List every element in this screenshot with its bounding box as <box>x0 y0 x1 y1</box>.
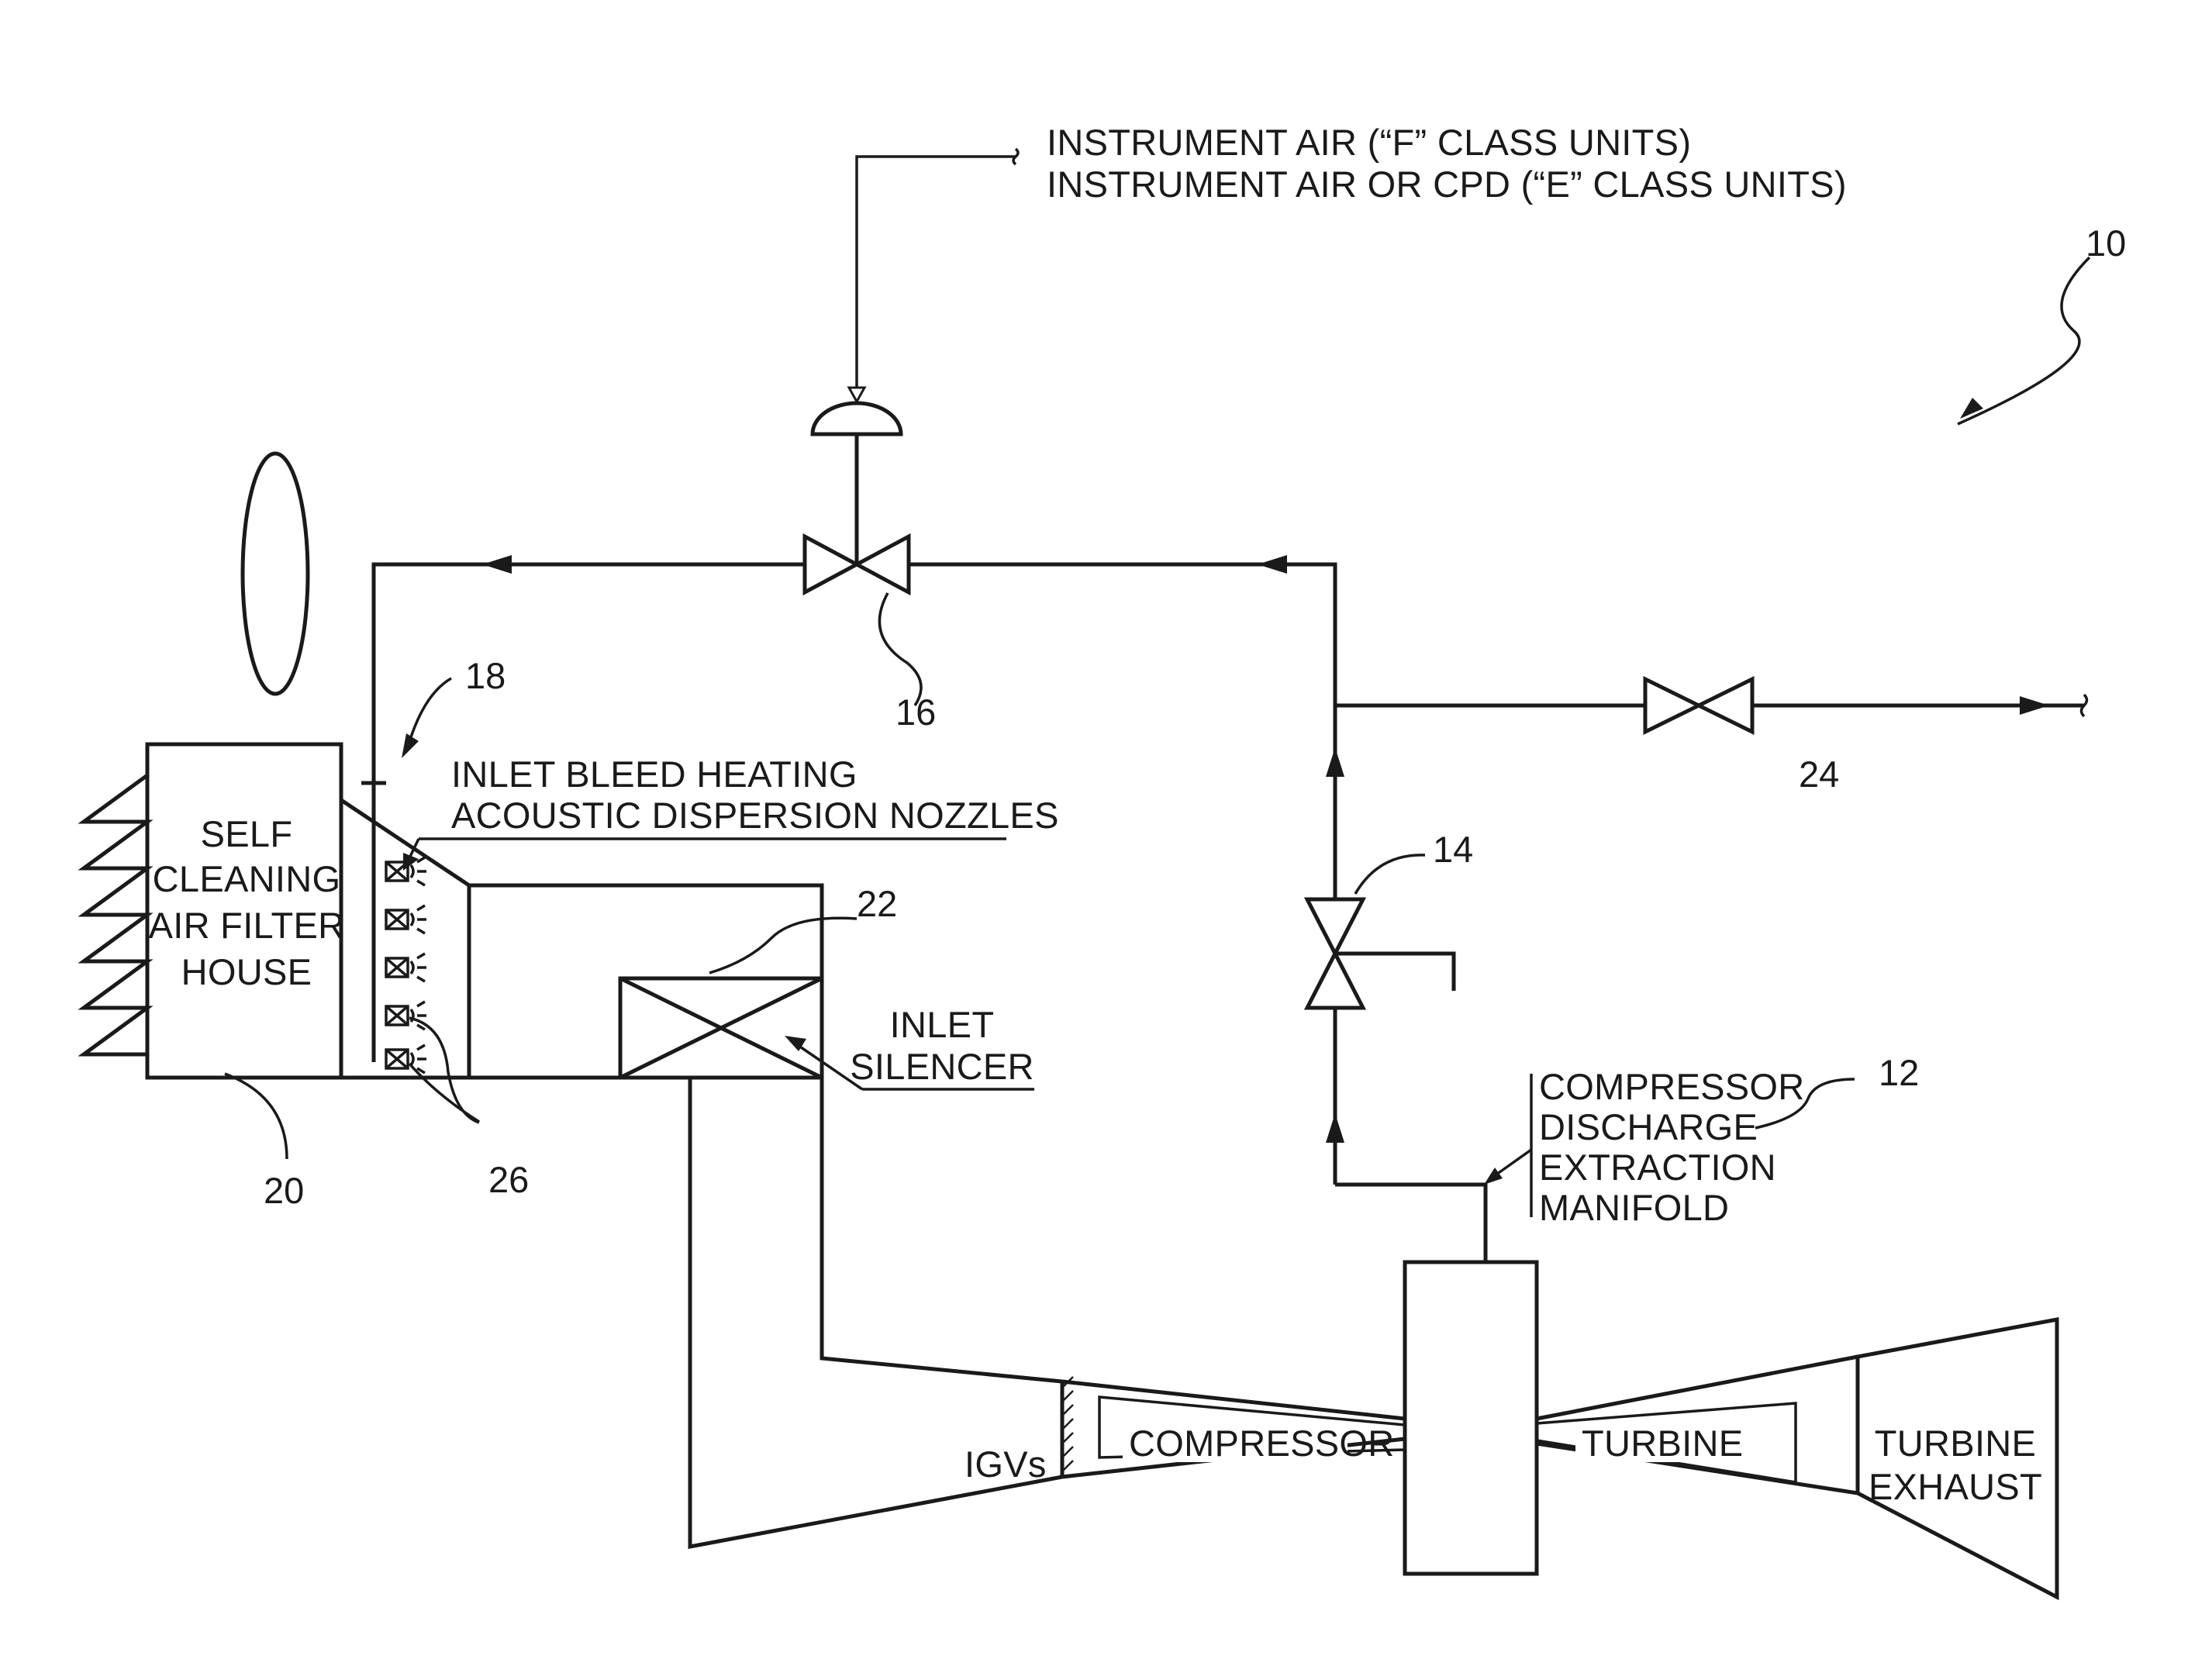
igvs-label: IGVs <box>965 1444 1047 1485</box>
turbine-exhaust-label-line1: TURBINE <box>1875 1423 2036 1464</box>
ref-16: 16 <box>895 692 936 733</box>
text-labels: INSTRUMENT AIR (“F” CLASS UNITS) INSTRUM… <box>149 122 2042 1507</box>
inlet-silencer <box>620 978 822 1078</box>
turbine-label: TURBINE <box>1582 1423 1743 1464</box>
inlet-silencer-label-line2: SILENCER <box>850 1046 1034 1087</box>
reference-numerals: 10 12 14 16 18 20 22 24 26 <box>264 222 2126 1211</box>
ref-22: 22 <box>857 883 897 924</box>
manifold-label-line1: COMPRESSOR <box>1539 1066 1805 1107</box>
ref-14: 14 <box>1433 829 1473 870</box>
ref-24: 24 <box>1799 754 1839 795</box>
manifold-label-line2: DISCHARGE <box>1539 1106 1758 1147</box>
valve-24 <box>1645 679 1752 732</box>
leader-lines <box>225 257 2089 1217</box>
valve-16-actuator <box>813 403 901 564</box>
ref-12: 12 <box>1879 1052 1919 1093</box>
nozzle <box>386 905 426 933</box>
ref-26: 26 <box>488 1159 529 1200</box>
filter-house-label-line3: AIR FILTER <box>149 905 345 946</box>
instrument-air-e-label: INSTRUMENT AIR OR CPD (“E” CLASS UNITS) <box>1047 164 1847 205</box>
filter-element-oval <box>243 454 308 694</box>
filter-house-label-line2: CLEANING <box>153 858 341 899</box>
nozzle <box>386 954 426 981</box>
compressor-label: COMPRESSOR <box>1129 1423 1395 1464</box>
nozzle <box>386 1002 426 1030</box>
manifold-label-line3: EXTRACTION <box>1539 1147 1776 1188</box>
turbine-exhaust-label-line2: EXHAUST <box>1869 1466 2042 1507</box>
inlet-bleed-label-line1: INLET BLEED HEATING <box>451 754 858 795</box>
inlet-duct <box>341 800 1062 1547</box>
ref-10: 10 <box>2086 222 2126 264</box>
nozzle <box>386 1045 426 1073</box>
instrument-air-line <box>849 149 1018 402</box>
filter-house-label-line4: HOUSE <box>181 951 312 992</box>
valve-14 <box>1307 899 1454 1008</box>
ref-18: 18 <box>465 655 506 696</box>
ref-20: 20 <box>264 1170 304 1211</box>
inlet-silencer-label-line1: INLET <box>890 1004 995 1045</box>
instrument-air-f-label: INSTRUMENT AIR (“F” CLASS UNITS) <box>1047 122 1691 163</box>
acoustic-dispersion-nozzles <box>386 857 426 1073</box>
filter-house-label-line1: SELF <box>201 813 293 854</box>
manifold-label-line4: MANIFOLD <box>1539 1187 1729 1228</box>
inlet-bleed-label-line2: ACOUSTIC DISPERSION NOZZLES <box>451 795 1059 836</box>
